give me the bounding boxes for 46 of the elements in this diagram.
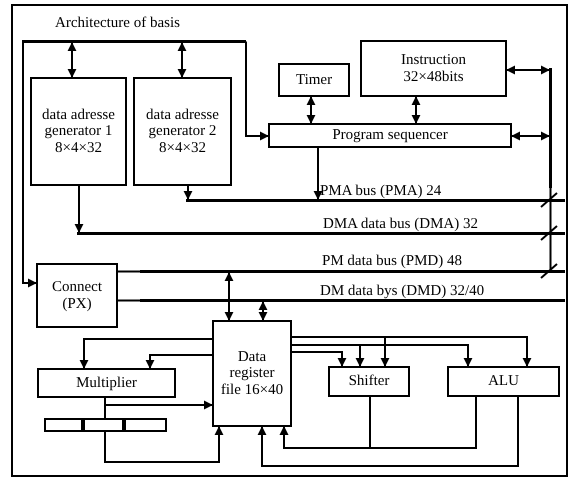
diagram-title: Architecture of basis (55, 16, 180, 31)
block-box: Instruction 32×48bits (360, 40, 507, 97)
register-box (124, 418, 167, 432)
bus-line (140, 299, 565, 302)
register-box (83, 418, 124, 432)
arrow (292, 336, 532, 367)
arrow (306, 96, 316, 124)
bus-line (22, 40, 246, 43)
arrow (68, 42, 76, 78)
arrow (292, 344, 472, 367)
block-box: ALU (447, 366, 560, 397)
arrow (184, 186, 192, 200)
block-box: Connect (PX) (36, 263, 118, 328)
arrow (412, 96, 420, 124)
block-box: data adresse generator 2 8×4×32 (133, 77, 232, 186)
arrow (104, 426, 224, 463)
bus-line (186, 199, 565, 202)
register-box (44, 418, 83, 432)
arrow (245, 40, 269, 140)
block-box: Shifter (328, 366, 410, 397)
block-box: data adresse generator 1 8×4×32 (30, 77, 127, 186)
bus-line (140, 270, 565, 273)
block-box: Multiplier (37, 368, 176, 398)
arrow (224, 272, 234, 321)
bus-line (549, 68, 552, 188)
arrow (80, 338, 212, 369)
arrow (292, 351, 346, 367)
arrow (314, 148, 322, 200)
bus-label: PMA bus (PMA) 24 (320, 184, 442, 199)
arrow (506, 66, 550, 74)
arrow (280, 397, 477, 449)
arrow (104, 398, 213, 410)
arrow (258, 397, 519, 467)
bus-label: PM data bus (PMD) 48 (322, 254, 462, 269)
arrow (178, 42, 186, 78)
bus-label: DMA data bus (DMA) 32 (323, 217, 478, 232)
block-box: Timer (278, 63, 350, 97)
bus-line (77, 232, 565, 235)
arrow (21, 40, 37, 288)
bus-label: DM data bys (DMD) 32/40 (320, 284, 484, 299)
arrow (511, 132, 550, 140)
arrow (146, 354, 212, 369)
arrow (258, 301, 268, 321)
block-box: Data register file 16×40 (212, 320, 292, 427)
block-box: Program sequencer (268, 123, 512, 148)
arrow (74, 186, 84, 233)
